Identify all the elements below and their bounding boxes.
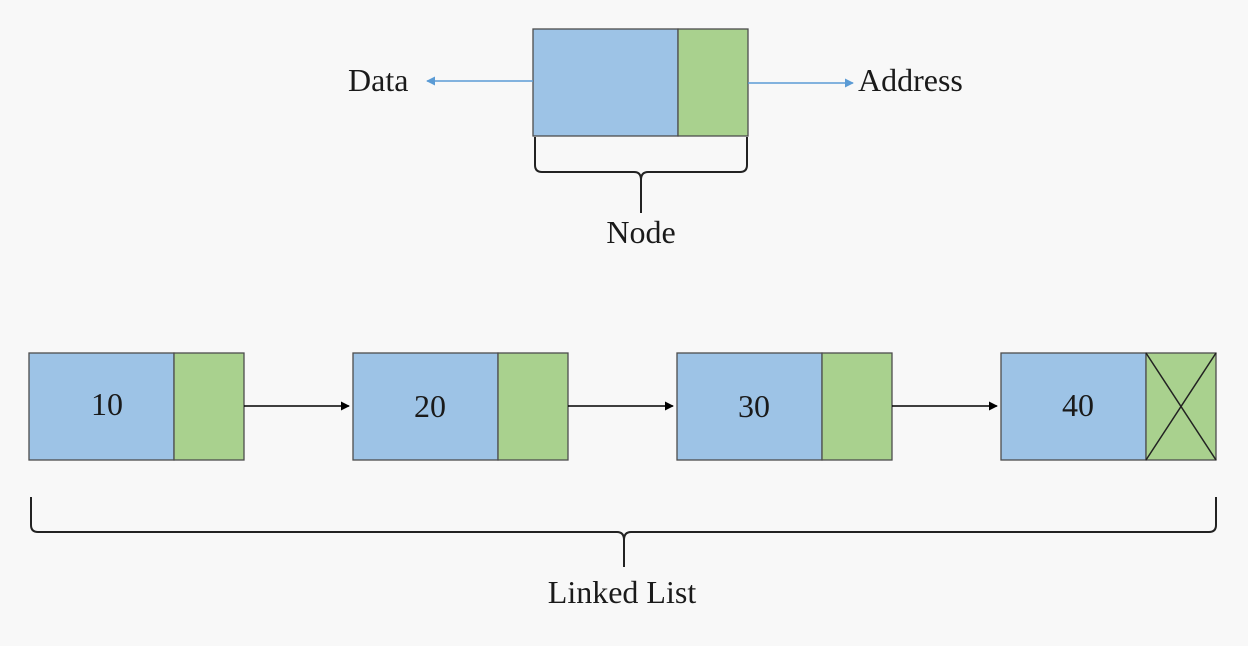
list-node-4: 40: [1000, 352, 1217, 461]
node-1-data-cell: [28, 352, 175, 461]
node-3-data-cell: [676, 352, 823, 461]
node-4-data-cell: [1000, 352, 1147, 461]
node-4-value: 40: [1062, 387, 1094, 423]
node-3-address-cell: [821, 352, 893, 461]
linked-list-brace: [30, 497, 1217, 567]
null-pointer-cross-icon: [1145, 352, 1217, 461]
node-brace: [534, 137, 748, 213]
data-label: Data: [348, 62, 408, 98]
node-label: Node: [606, 214, 675, 250]
node-1-value: 10: [91, 386, 123, 422]
list-node-1: 10: [28, 352, 245, 461]
list-node-2: 20: [352, 352, 569, 461]
node-2-value: 20: [414, 388, 446, 424]
node-2-data-cell: [352, 352, 499, 461]
legend-address-cell: [677, 28, 749, 137]
node-3-value: 30: [738, 388, 770, 424]
node-2-address-cell: [497, 352, 569, 461]
legend-data-cell: [532, 28, 679, 137]
node-1-address-cell: [173, 352, 245, 461]
linked-list-label: Linked List: [548, 574, 697, 610]
legend-node: [532, 28, 749, 137]
address-label: Address: [858, 62, 963, 98]
list-node-3: 30: [676, 352, 893, 461]
